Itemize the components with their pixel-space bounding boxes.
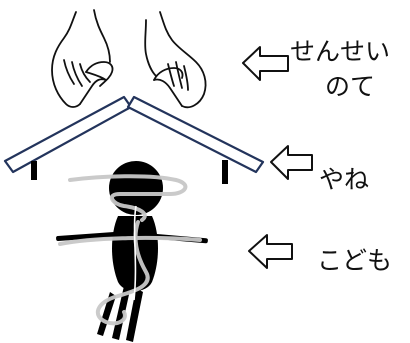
child-label: こども [317, 246, 393, 275]
right-hand-icon [144, 11, 207, 109]
left-arrow-icon [242, 46, 313, 269]
arrow-child-icon [248, 234, 293, 269]
roof-icon [3, 95, 265, 184]
arrow-roof-icon [270, 145, 313, 180]
roof-label: やね [319, 165, 370, 194]
teacher-hands-label: せんせい [290, 37, 391, 66]
hands-icon [51, 9, 207, 109]
left-hand-icon [51, 9, 114, 108]
arrow-teacher-icon [242, 46, 289, 81]
child-figure-icon [56, 161, 208, 342]
teacher-hands-label-line2: のて [325, 72, 376, 101]
motion-swirl [58, 174, 202, 326]
